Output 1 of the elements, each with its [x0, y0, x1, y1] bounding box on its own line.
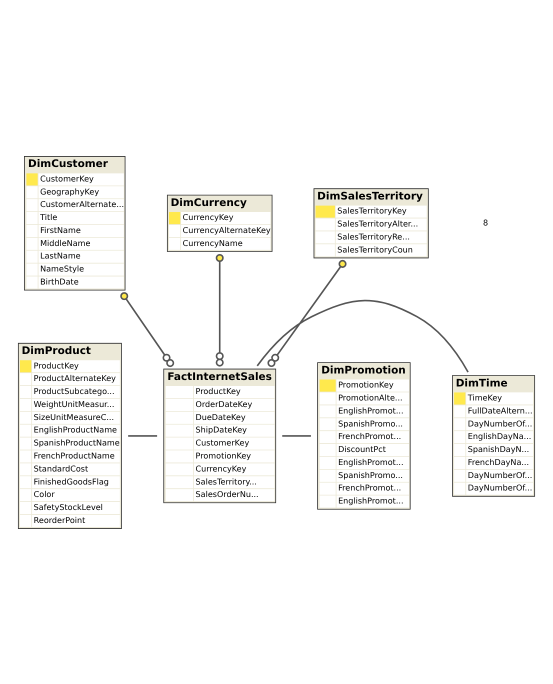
- label: 8: [482, 218, 488, 227]
